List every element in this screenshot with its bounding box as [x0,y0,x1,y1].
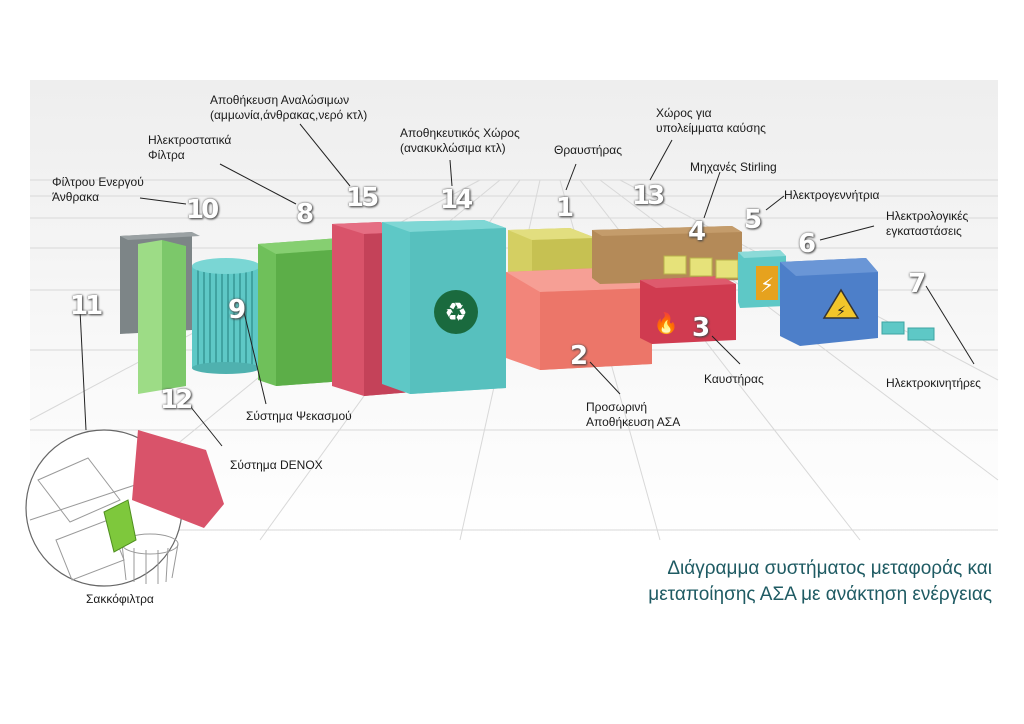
electric-motors [881,321,935,341]
svg-text:♻: ♻ [444,298,467,328]
number-4: 4 [688,217,706,247]
number-1: 1 [556,193,574,223]
number-11: 11 [70,291,103,321]
number-14: 14 [440,185,473,215]
label-spray: Σύστημα Ψεκασμού [246,409,352,423]
label-generator: Ηλεκτρογεννήτρια [784,188,880,202]
spray-cylinder [192,258,260,374]
generator-block: ⚡ [738,250,786,308]
number-13: 13 [632,181,665,211]
label-shredder: Θραυστήρας [554,143,623,157]
number-12: 12 [160,385,193,415]
label-recycle-storage: Αποθηκευτικός Χώρος(ανακυκλώσιμα κτλ) [400,126,520,155]
burner-block: 🔥 [640,276,736,344]
label-bag-filters: Σακκόφιλτρα [86,592,154,606]
label-burner: Καυστήρας [704,372,764,386]
title-line-1: Διάγραμμα συστήματος μεταφοράς και [667,558,992,579]
number-2: 2 [570,341,588,371]
svg-text:⚡: ⚡ [836,304,846,320]
diagram-title: Διάγραμμα συστήματος μεταφοράς και μεταπ… [648,556,992,608]
number-10: 10 [186,195,219,225]
leader-lines [79,123,975,447]
label-denox: Σύστημα DENOX [230,458,323,472]
number-9: 9 [228,295,246,325]
recycle-icon [434,290,478,334]
number-7: 7 [908,269,926,299]
bag-filter-inset [25,429,224,587]
lightning-icon: ⚡ [760,273,774,297]
number-15: 15 [346,183,379,213]
label-consumables: Αποθήκευση Αναλώσιμων(αμμωνία,άνθρακας,ν… [210,93,368,122]
label-stirling: Μηχανές Stirling [690,160,777,174]
stirling-engines [663,255,739,279]
number-3: 3 [692,313,710,343]
number-6: 6 [798,229,816,259]
denox-pillar [138,240,186,394]
electrical-installations-block: ⚡ [780,258,878,346]
fire-icon: 🔥 [654,311,679,335]
title-line-2: μεταποίησης ΑΣΑ με ανάκτηση ενέργειας [648,584,992,605]
recycling-storage-block: ♻ [382,220,506,394]
number-8: 8 [296,199,314,229]
number-5: 5 [744,205,762,235]
temporary-storage-block [506,268,652,370]
high-voltage-icon [822,288,860,319]
label-motors: Ηλεκτροκινητήρες [886,376,981,390]
